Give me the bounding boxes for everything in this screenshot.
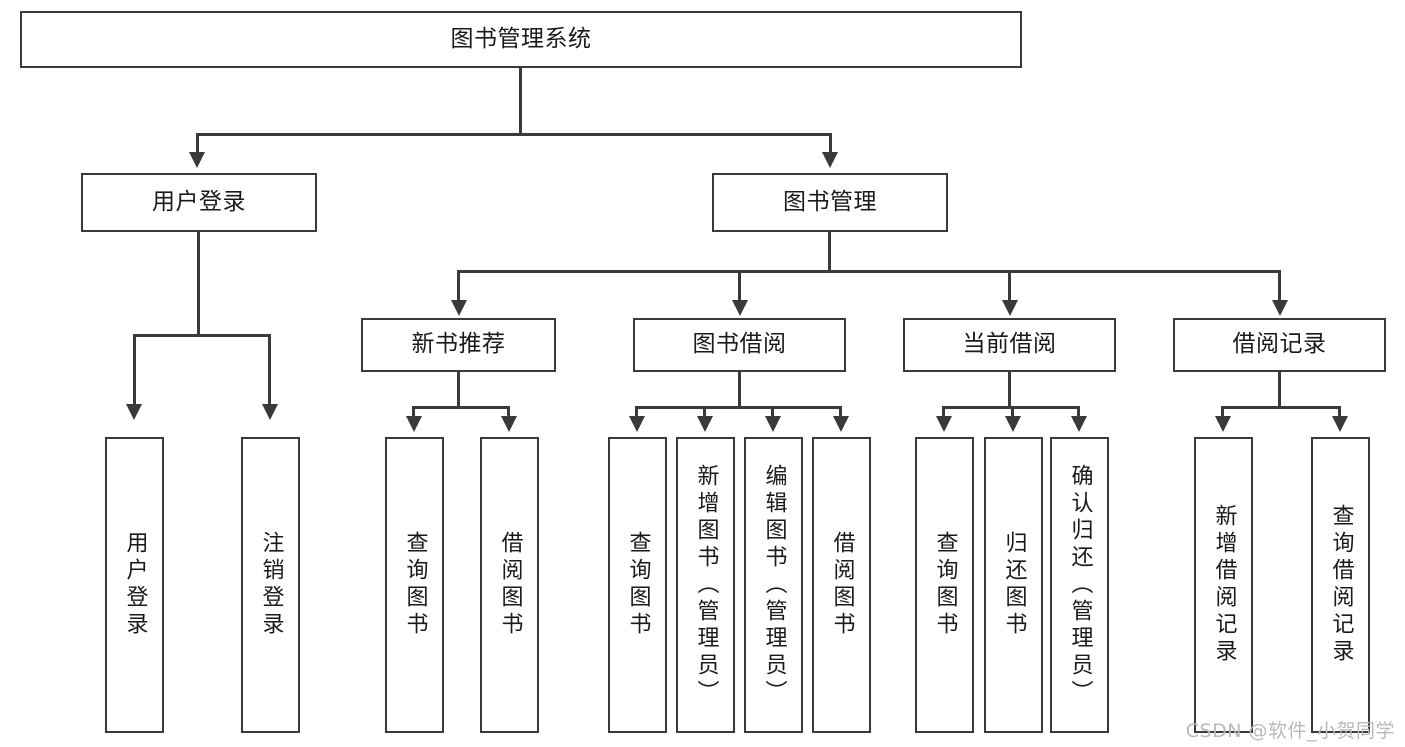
node-label: 借阅图书 — [829, 531, 855, 639]
leaf-edit-book-admin[interactable]: 编辑图书（管理员） — [744, 437, 803, 733]
connector-nbr-child-2 — [507, 406, 510, 418]
node-label: 当前借阅 — [962, 331, 1057, 358]
node-label: 新书推荐 — [411, 331, 506, 358]
arrow-bm-child-2 — [732, 300, 748, 316]
connector-bb-child-3 — [771, 406, 774, 418]
node-root-book-management-system[interactable]: 图书管理系统 — [20, 11, 1022, 68]
node-label: 查询图书 — [625, 531, 651, 639]
leaf-borrow-book[interactable]: 借阅图书 — [812, 437, 871, 733]
connector-book-management-stem — [828, 232, 831, 272]
connector-br-stem — [1278, 372, 1281, 408]
leaf-return-book[interactable]: 归还图书 — [984, 437, 1043, 733]
connector-br-child-2 — [1338, 406, 1341, 418]
node-label: 新增图书（管理员） — [693, 463, 719, 707]
node-book-borrow[interactable]: 图书借阅 — [633, 318, 846, 372]
node-new-book-recommend[interactable]: 新书推荐 — [361, 318, 556, 372]
node-label: 图书管理系统 — [450, 25, 592, 52]
node-label: 新增借阅记录 — [1211, 504, 1237, 666]
connector-root-split-bar — [196, 133, 832, 136]
node-label: 注销登录 — [258, 531, 284, 639]
arrow-cb-child-1 — [936, 416, 952, 432]
connector-cb-child-1 — [942, 406, 945, 418]
connector-book-management-split-bar — [457, 270, 1281, 273]
node-label: 确认归还（管理员） — [1067, 463, 1093, 707]
arrow-cb-child-2 — [1005, 416, 1021, 432]
leaf-query-borrow-record[interactable]: 查询借阅记录 — [1311, 437, 1370, 733]
connector-cb-child-3 — [1077, 406, 1080, 418]
leaf-confirm-return-admin[interactable]: 确认归还（管理员） — [1050, 437, 1109, 733]
arrow-bm-child-4 — [1272, 300, 1288, 316]
connector-bb-stem — [738, 372, 741, 408]
node-label: 查询借阅记录 — [1328, 504, 1354, 666]
connector-user-login-child-2 — [268, 334, 271, 406]
connector-nbr-child-1 — [412, 406, 415, 418]
node-label: 图书借阅 — [692, 331, 787, 358]
arrow-user-login-child-2 — [262, 404, 278, 420]
arrow-nbr-child-2 — [501, 416, 517, 432]
connector-nbr-stem — [457, 372, 460, 408]
arrow-to-user-login — [189, 152, 205, 168]
node-current-borrow[interactable]: 当前借阅 — [903, 318, 1116, 372]
leaf-logout[interactable]: 注销登录 — [241, 437, 300, 733]
connector-cb-stem — [1008, 372, 1011, 408]
connector-user-login-split-bar — [133, 334, 270, 337]
connector-nbr-split-bar — [412, 406, 510, 409]
arrow-user-login-child-1 — [126, 404, 142, 420]
connector-to-book-management — [829, 133, 832, 155]
leaf-user-login[interactable]: 用户登录 — [105, 437, 164, 733]
arrow-cb-child-3 — [1071, 416, 1087, 432]
node-label: 归还图书 — [1001, 531, 1027, 639]
arrow-bb-child-2 — [697, 416, 713, 432]
connector-bb-child-4 — [839, 406, 842, 418]
connector-bm-child-3 — [1008, 270, 1011, 303]
leaf-query-book-current[interactable]: 查询图书 — [915, 437, 974, 733]
connector-bm-child-2 — [738, 270, 741, 303]
connector-to-user-login — [196, 133, 199, 155]
node-label: 用户登录 — [152, 188, 246, 215]
leaf-add-borrow-record[interactable]: 新增借阅记录 — [1194, 437, 1253, 733]
node-label: 编辑图书（管理员） — [761, 463, 787, 707]
arrow-br-child-2 — [1332, 416, 1348, 432]
arrow-bb-child-1 — [629, 416, 645, 432]
node-label: 查询图书 — [402, 531, 428, 639]
arrow-bm-child-3 — [1002, 300, 1018, 316]
connector-user-login-stem — [197, 232, 200, 335]
connector-br-split-bar — [1221, 406, 1341, 409]
connector-cb-split-bar — [942, 406, 1079, 409]
leaf-add-book-admin[interactable]: 新增图书（管理员） — [676, 437, 735, 733]
leaf-query-book-recommend[interactable]: 查询图书 — [385, 437, 444, 733]
connector-cb-child-2 — [1011, 406, 1014, 418]
connector-bb-child-2 — [703, 406, 706, 418]
arrow-nbr-child-1 — [406, 416, 422, 432]
connector-bm-child-4 — [1278, 270, 1281, 303]
node-borrow-record[interactable]: 借阅记录 — [1173, 318, 1386, 372]
node-book-management[interactable]: 图书管理 — [712, 173, 948, 232]
connector-bb-split-bar — [635, 406, 842, 409]
leaf-borrow-book-recommend[interactable]: 借阅图书 — [480, 437, 539, 733]
node-label: 借阅图书 — [497, 531, 523, 639]
leaf-query-book-borrow[interactable]: 查询图书 — [608, 437, 667, 733]
node-label: 借阅记录 — [1232, 331, 1327, 358]
node-user-login[interactable]: 用户登录 — [81, 173, 317, 232]
arrow-to-book-management — [822, 152, 838, 168]
node-label: 图书管理 — [783, 188, 877, 215]
connector-bm-child-1 — [457, 270, 460, 303]
node-label: 查询图书 — [932, 531, 958, 639]
connector-user-login-child-1 — [133, 334, 136, 406]
arrow-bb-child-3 — [765, 416, 781, 432]
connector-root-stem — [519, 68, 522, 135]
arrow-br-child-1 — [1215, 416, 1231, 432]
connector-bb-child-1 — [635, 406, 638, 418]
arrow-bb-child-4 — [833, 416, 849, 432]
node-label: 用户登录 — [122, 531, 148, 639]
arrow-bm-child-1 — [451, 300, 467, 316]
connector-br-child-1 — [1221, 406, 1224, 418]
